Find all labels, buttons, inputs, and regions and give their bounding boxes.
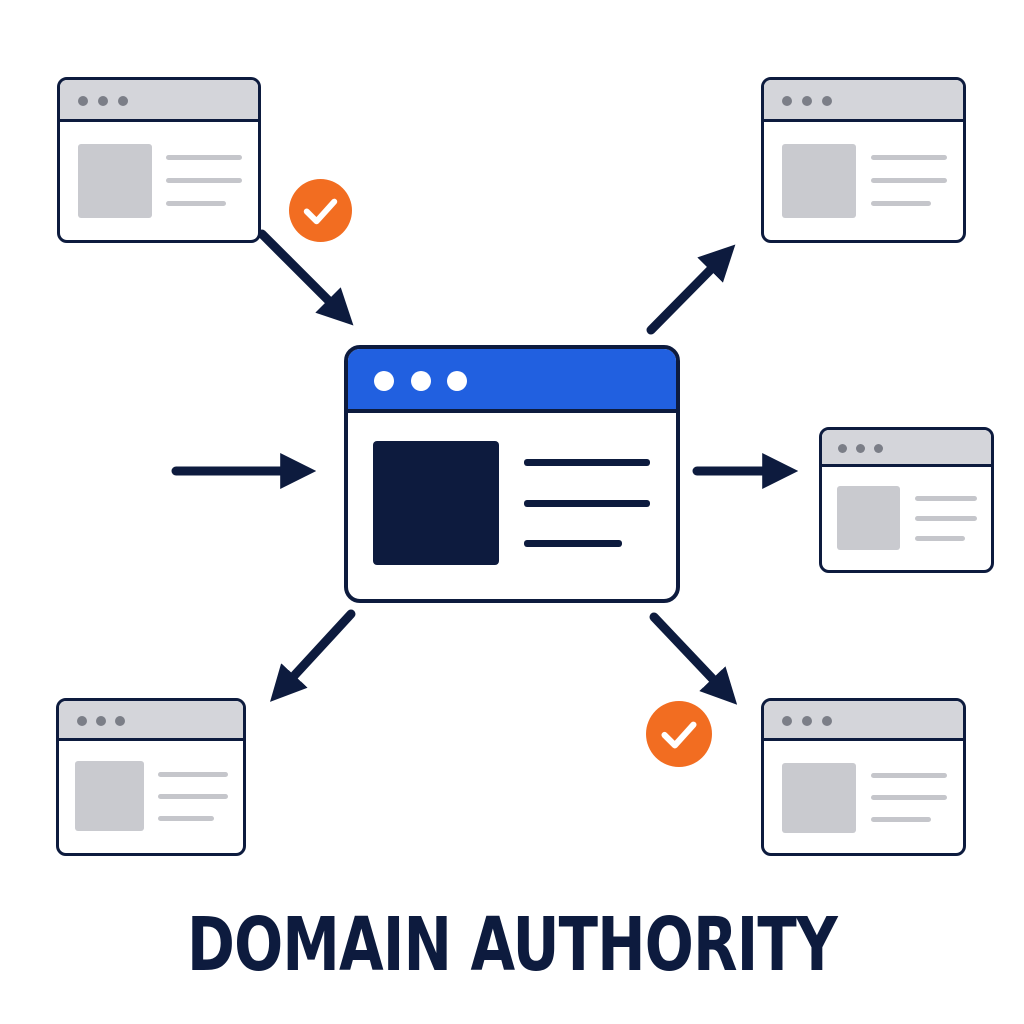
text-line — [915, 516, 977, 521]
window-dot-icon — [78, 96, 88, 106]
diagram-title: DOMAIN AUTHORITY — [186, 902, 838, 988]
text-line — [166, 178, 242, 183]
right-website — [819, 427, 994, 573]
arrow-out-bottom-left — [270, 609, 356, 702]
window-dot-icon — [822, 716, 832, 726]
top-left-website — [57, 77, 261, 243]
text-line — [871, 155, 947, 160]
browser-titlebar — [59, 701, 243, 741]
browser-titlebar — [764, 80, 963, 122]
text-line — [158, 794, 228, 799]
text-line — [166, 201, 226, 206]
window-dot-icon — [118, 96, 128, 106]
text-line — [871, 795, 947, 800]
check-badge-icon — [646, 701, 712, 767]
window-dot-icon — [374, 371, 394, 391]
window-dot-icon — [874, 444, 883, 453]
text-line — [871, 201, 931, 206]
text-line — [915, 536, 965, 541]
window-dot-icon — [782, 716, 792, 726]
arrow-out-top-right — [646, 244, 736, 335]
window-dot-icon — [802, 96, 812, 106]
text-line — [166, 155, 242, 160]
text-line — [915, 496, 977, 501]
window-dot-icon — [856, 444, 865, 453]
window-dot-icon — [115, 716, 125, 726]
window-dot-icon — [838, 444, 847, 453]
image-placeholder-icon — [782, 763, 856, 833]
window-dot-icon — [782, 96, 792, 106]
text-line — [524, 459, 650, 466]
text-line — [871, 773, 947, 778]
browser-titlebar — [60, 80, 258, 122]
text-line — [158, 772, 228, 777]
window-dot-icon — [447, 371, 467, 391]
window-dot-icon — [96, 716, 106, 726]
window-dot-icon — [98, 96, 108, 106]
window-dot-icon — [77, 716, 87, 726]
window-dot-icon — [802, 716, 812, 726]
bottom-left-website — [56, 698, 246, 856]
image-placeholder-icon — [75, 761, 144, 831]
text-line — [158, 816, 214, 821]
browser-titlebar — [764, 701, 963, 741]
text-line — [524, 500, 650, 507]
image-placeholder-icon — [782, 144, 856, 218]
arrow-out-bottom-right — [649, 612, 738, 705]
browser-titlebar — [822, 430, 991, 467]
image-placeholder-icon — [837, 486, 900, 550]
check-badge-icon — [289, 179, 352, 242]
text-line — [871, 817, 931, 822]
main-website — [344, 345, 680, 603]
window-dot-icon — [822, 96, 832, 106]
browser-titlebar — [348, 349, 676, 413]
arrow-in-top-left — [257, 229, 354, 326]
image-placeholder-icon — [373, 441, 499, 565]
top-right-website — [761, 77, 966, 243]
text-line — [524, 540, 622, 547]
window-dot-icon — [411, 371, 431, 391]
image-placeholder-icon — [78, 144, 152, 218]
bottom-right-website — [761, 698, 966, 856]
text-line — [871, 178, 947, 183]
